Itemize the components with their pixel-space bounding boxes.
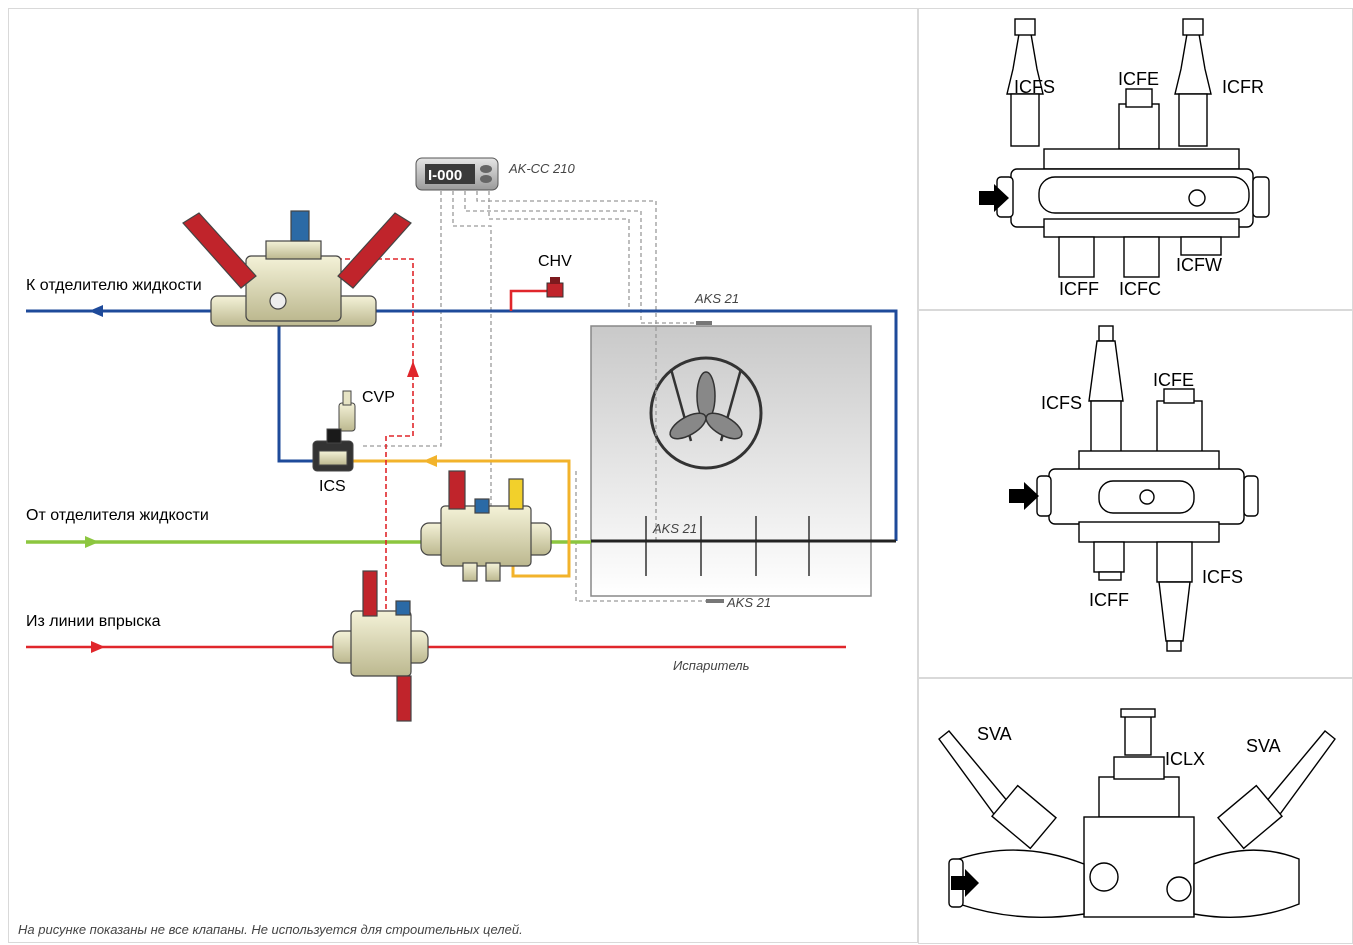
label-from-separator: От отделителя жидкости xyxy=(26,507,209,524)
label-sensor-top: AKS 21 xyxy=(694,291,739,306)
label-injection: Из линии впрыска xyxy=(26,613,161,630)
valve-panel-1: ICFS ICFE ICFR ICFF ICFC ICFW xyxy=(918,8,1353,310)
p1-label-icfs: ICFS xyxy=(1014,77,1055,97)
valve-panel-2: ICFS ICFE ICFS ICFF xyxy=(918,310,1353,678)
footnote: На рисунке показаны не все клапаны. Не и… xyxy=(18,922,523,937)
p2-label-icfs-bottom: ICFS xyxy=(1202,567,1243,587)
p2-label-icfs-top: ICFS xyxy=(1041,393,1082,413)
chv-valve xyxy=(547,277,563,297)
sensor-bottom xyxy=(706,599,724,603)
valve-panel-3: SVA ICLX SVA xyxy=(918,678,1353,944)
p1-label-icfw: ICFW xyxy=(1176,255,1222,275)
p1-label-icff: ICFF xyxy=(1059,279,1099,299)
ics-valve xyxy=(313,429,353,471)
label-evaporator: Испаритель xyxy=(673,658,750,673)
p2-label-icfe: ICFE xyxy=(1153,370,1194,390)
label-ics: ICS xyxy=(319,478,346,495)
main-diagram: I-000 К отделителю жидкости От отделител… xyxy=(9,9,919,944)
label-controller: AK-CC 210 xyxy=(508,161,576,176)
evaporator xyxy=(591,326,871,596)
valve-station-iclx xyxy=(183,211,411,326)
p3-label-iclx: ICLX xyxy=(1165,749,1205,769)
sensor-top xyxy=(696,321,712,325)
icf-station-injection xyxy=(333,571,428,721)
label-sensor-mid: AKS 21 xyxy=(652,521,697,536)
main-diagram-panel: I-000 К отделителю жидкости От отделител… xyxy=(8,8,918,943)
display-readout: I-000 xyxy=(428,167,462,184)
label-chv: CHV xyxy=(538,253,572,270)
p1-label-icfe: ICFE xyxy=(1118,69,1159,89)
icf-station xyxy=(421,471,551,581)
cvp-pilot xyxy=(339,391,355,431)
label-cvp: CVP xyxy=(362,389,395,406)
p1-label-icfr: ICFR xyxy=(1222,77,1264,97)
p3-label-sva-right: SVA xyxy=(1246,736,1281,756)
label-sensor-bottom: AKS 21 xyxy=(726,595,771,610)
inlet-arrow-icon xyxy=(1009,482,1039,510)
p1-label-icfc: ICFC xyxy=(1119,279,1161,299)
label-to-separator: К отделителю жидкости xyxy=(26,277,202,294)
p3-label-sva-left: SVA xyxy=(977,724,1012,744)
flow-arrow-left xyxy=(89,305,103,317)
p2-label-icff: ICFF xyxy=(1089,590,1129,610)
